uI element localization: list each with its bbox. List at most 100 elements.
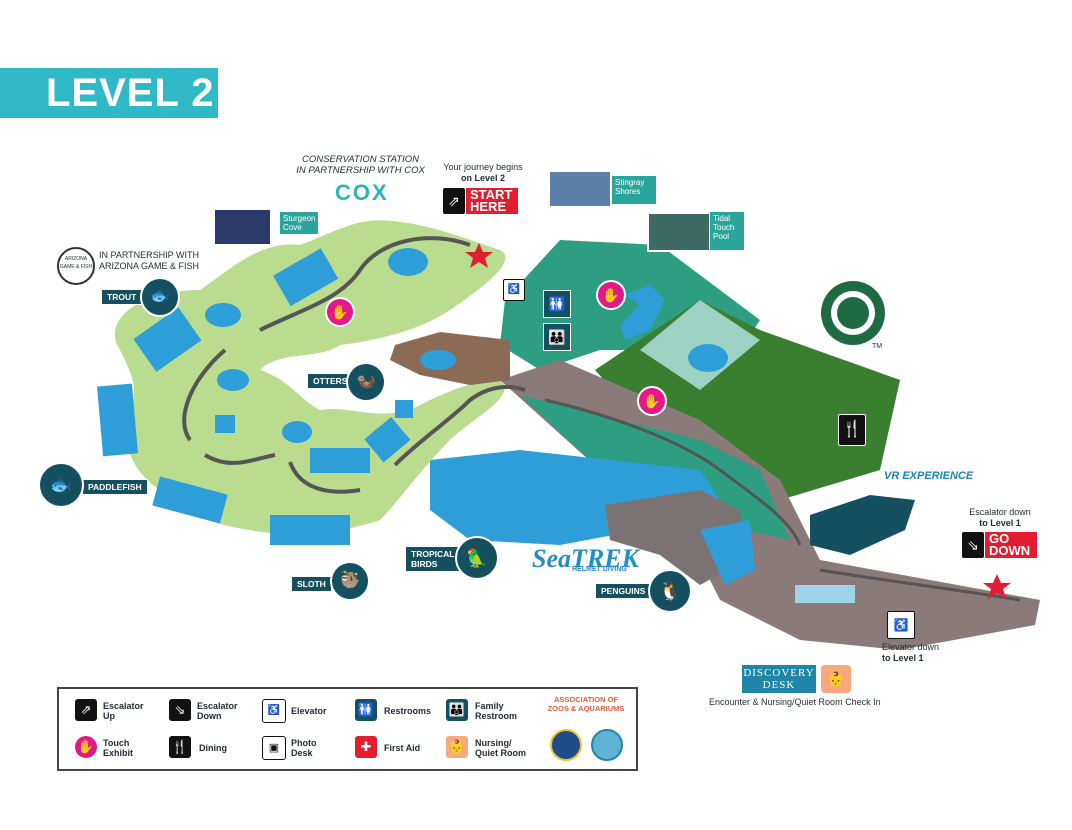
aza-logo: ASSOCIATION OF ZOOS & AQUARIUMS: [547, 695, 625, 713]
tank: [215, 415, 235, 433]
tank: [205, 303, 241, 327]
photo-desk-icon: ▣: [262, 736, 286, 760]
aza-accreditation-badge: [550, 729, 582, 761]
level-banner: [0, 68, 218, 118]
arizona-game-fish-seal: ARIZONA GAME & FISH: [57, 247, 95, 285]
legend-escalator-up: Escalator Up: [103, 701, 144, 721]
dining-icon: 🍴: [169, 736, 191, 758]
escalator-down-icon: ⇘: [169, 699, 191, 721]
elevator-icon: ♿: [503, 279, 525, 301]
otter-pool: [420, 350, 456, 370]
escalator-up-icon: ⇗: [75, 699, 97, 721]
path-arrow: [393, 385, 526, 467]
nursing-room-icon: 👶: [821, 665, 851, 693]
tank: [388, 248, 428, 276]
tank: [152, 476, 228, 524]
legend-photo-desk: Photo Desk: [291, 738, 317, 758]
otter-icon: 🦦: [346, 362, 386, 402]
go-down-star-icon: [983, 574, 1011, 599]
penguin-habitat: [605, 490, 745, 585]
penguin-icon: 🐧: [648, 569, 692, 613]
lounge-floor: [640, 300, 760, 390]
sloth-icon: 🦥: [330, 561, 370, 601]
paddlefish-label: PADDLEFISH: [82, 479, 148, 495]
helmet-diving-label: HELMET DIVING: [572, 566, 627, 573]
tidal-photo: [647, 212, 711, 252]
stingray-tank: [620, 285, 665, 340]
start-star-icon: [465, 243, 493, 268]
paddlefish-icon: 🐟: [38, 462, 84, 508]
tidal-pool: [688, 344, 728, 372]
penguin-pool: [700, 520, 755, 585]
touch-exhibit-icon: ✋: [637, 386, 667, 416]
sloth-label: SLOTH: [291, 576, 332, 592]
tidal-touch-pool-label: Tidal Touch Pool: [710, 212, 744, 250]
sturgeon-cove-label: Sturgeon Cove: [280, 212, 318, 234]
tropical-bird-icon: 🦜: [455, 536, 499, 580]
tank: [310, 448, 370, 473]
touch-exhibit-icon: ✋: [75, 736, 97, 758]
discovery-caption: Encounter & Nursing/Quiet Room Check In: [709, 697, 881, 707]
sturgeon-photo: [213, 208, 272, 246]
touch-exhibit-icon: ✋: [325, 297, 355, 327]
first-aid-icon: ✚: [355, 736, 377, 758]
path-arrow: [819, 568, 1021, 602]
legend-first-aid: First Aid: [384, 743, 421, 753]
level-title: LEVEL 2: [46, 71, 215, 115]
legend-escalator-down: Escalator Down: [197, 701, 238, 721]
nursing-room-icon: 👶: [446, 736, 468, 758]
trout-label: TROUT: [101, 289, 143, 305]
trout-icon: 🐟: [140, 277, 180, 317]
seatrek-logo: SeaTREK: [532, 544, 639, 573]
escalator-up-icon: ⇗: [443, 188, 465, 214]
tank: [217, 369, 249, 391]
family-restroom-icon: 👪: [446, 699, 468, 721]
tank: [97, 383, 138, 457]
restrooms-icon: 🚻: [355, 699, 377, 721]
touch-exhibit-icon: ✋: [596, 280, 626, 310]
path-arrow: [544, 398, 802, 546]
restrooms-icon: 🚻: [543, 290, 571, 318]
path-arrow: [259, 236, 471, 332]
tank: [364, 416, 411, 463]
legend-nursing-room: Nursing/ Quiet Room: [475, 738, 526, 758]
legend-restrooms: Restrooms: [384, 706, 432, 716]
legend-family-restroom: Family Restroom: [475, 701, 518, 721]
penguins-label: PENGUINS: [595, 583, 652, 599]
elevator-icon: ♿: [262, 699, 286, 723]
elevator-icon: ♿: [887, 611, 915, 639]
vr-experience-label: VR EXPERIENCE: [884, 470, 974, 482]
discovery-desk-area: [795, 585, 855, 603]
tank: [133, 307, 202, 372]
tank: [273, 248, 339, 307]
starbucks-tm: TM: [872, 343, 883, 350]
stingray-shores-label: Stingray Shores: [612, 176, 656, 204]
tank: [282, 421, 312, 443]
legend-elevator: Elevator: [291, 706, 327, 716]
path-arrow: [182, 348, 227, 442]
tank: [395, 400, 413, 418]
vr-area: [810, 495, 915, 555]
path-arrow: [288, 461, 361, 494]
cox-logo: COX: [335, 180, 389, 205]
legend: ⇗ Escalator Up ⇘ Escalator Down ♿ Elevat…: [57, 687, 638, 771]
tank: [270, 515, 350, 545]
escalator-down-icon: ⇘: [962, 532, 984, 558]
legend-dining: Dining: [199, 743, 227, 753]
legend-touch-exhibit: Touch Exhibit: [103, 738, 134, 758]
stingray-photo: [548, 170, 612, 208]
family-restroom-icon: 👪: [543, 323, 571, 351]
path-arrow: [203, 453, 276, 465]
certification-badge: [591, 729, 623, 761]
dining-icon: 🍴: [838, 414, 866, 446]
